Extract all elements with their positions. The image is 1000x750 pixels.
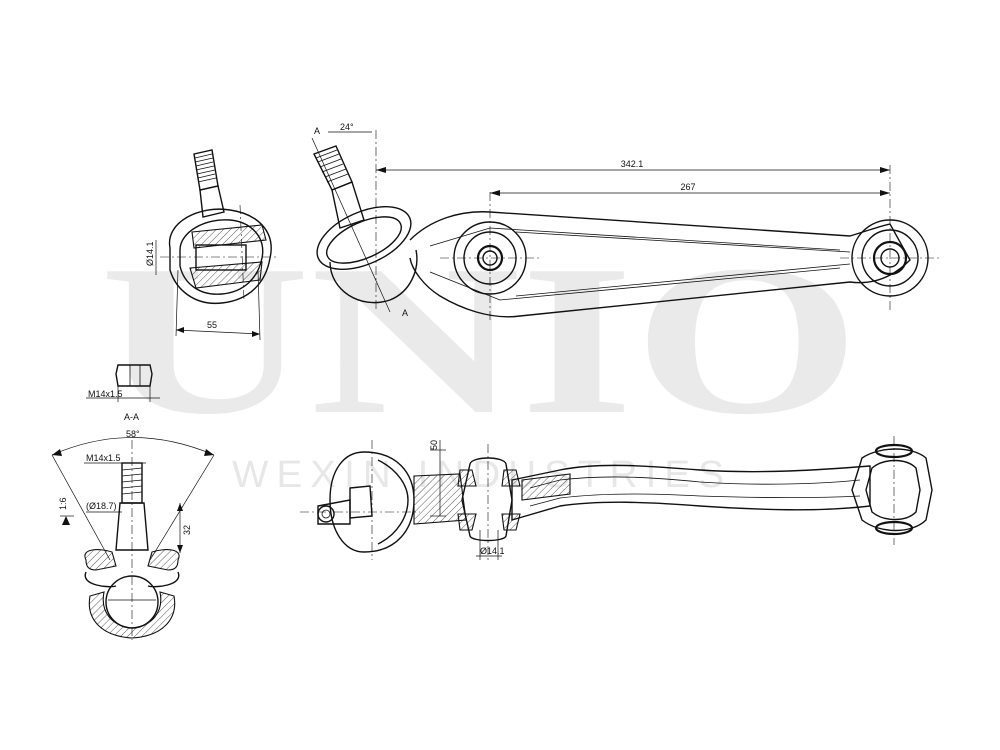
section-angle-label: 58° [126, 429, 140, 439]
section-thread-label: M14x1.5 [86, 453, 121, 463]
section-marker-bottom: A [402, 308, 408, 318]
section-view-a-a: A-A 58° M14x1.5 (Ø18.7) 1:6 32 [51, 412, 215, 640]
watermark-brand: UNIO [100, 220, 860, 459]
watermark: UNIO WEXIN INDUSTRIES [100, 220, 860, 496]
side-diameter-label: Ø14.1 [145, 241, 155, 266]
side-view: Ø14.1 55 [145, 149, 278, 341]
bottom-view: 50 Ø14.1 [300, 436, 933, 560]
nut-view: M14x1.5 [86, 364, 160, 402]
watermark-subtitle: WEXIN INDUSTRIES [232, 454, 732, 496]
bottom-height-label: 50 [429, 440, 439, 450]
section-title: A-A [124, 412, 139, 422]
bottom-diameter-label: Ø14.1 [480, 546, 505, 556]
section-diameter-label: (Ø18.7) [86, 501, 117, 511]
top-angle-label: 24° [340, 122, 354, 132]
top-view: A A 24° [311, 122, 940, 320]
section-marker-top: A [314, 126, 320, 136]
section-taper-label: 1:6 [58, 497, 68, 510]
bushing-distance-label: 267 [680, 182, 695, 192]
section-height-label: 32 [182, 525, 192, 535]
side-width-label: 55 [207, 320, 217, 330]
overall-length-label: 342.1 [621, 159, 644, 169]
nut-thread-label: M14x1.5 [88, 389, 123, 399]
